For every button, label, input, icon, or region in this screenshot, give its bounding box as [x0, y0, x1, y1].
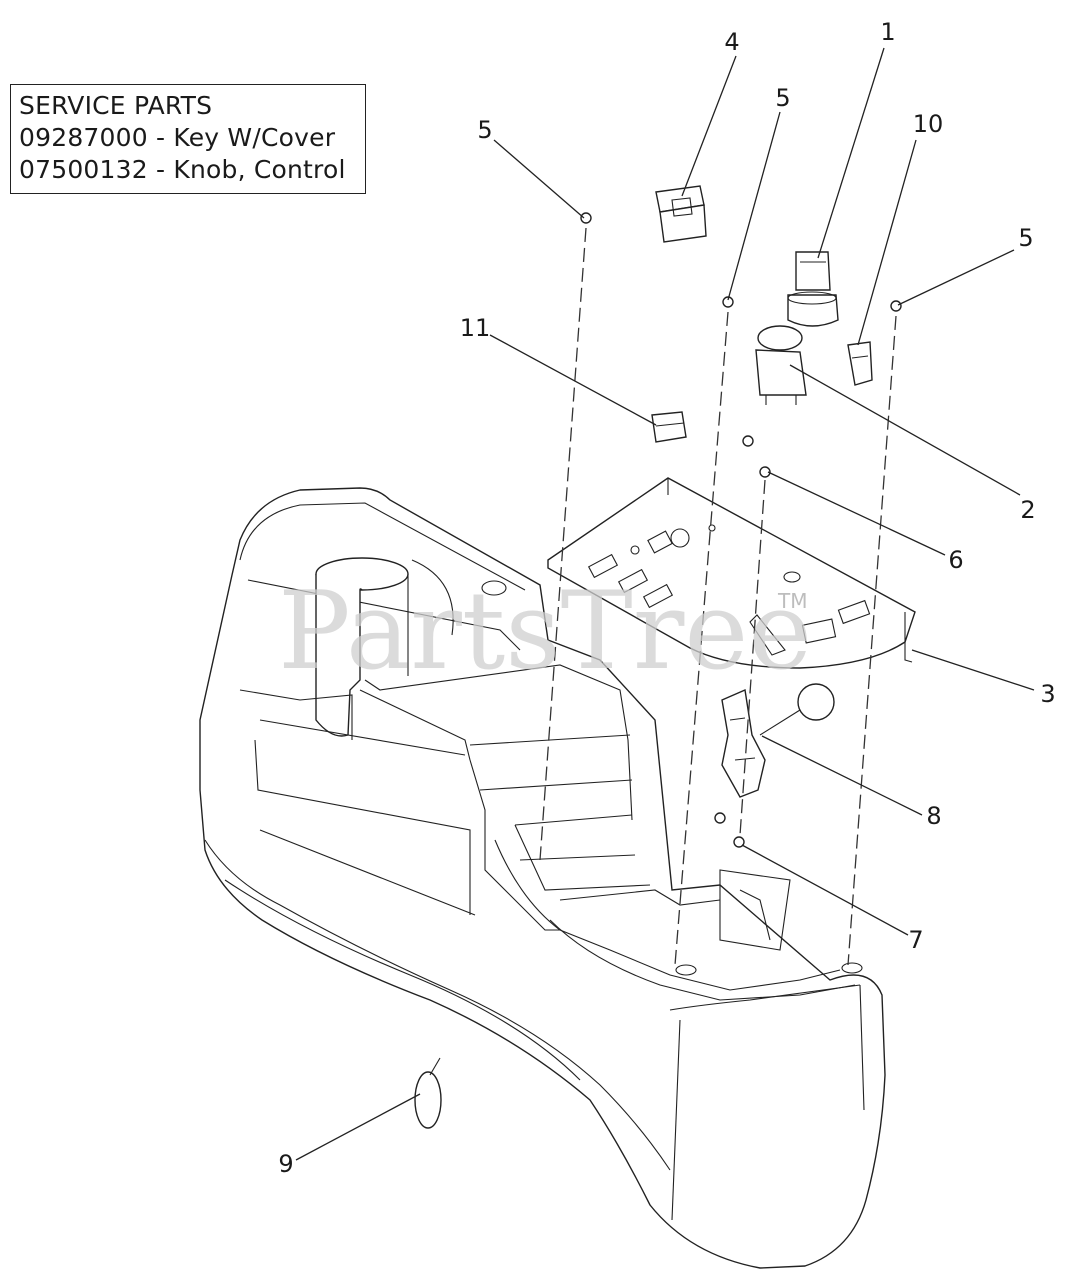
rocker-switch-top	[655, 185, 707, 243]
callout-label: 10	[913, 110, 944, 138]
callout-label: 2	[1020, 496, 1035, 524]
pto-switch	[755, 325, 807, 405]
control-panel-plate	[547, 477, 916, 669]
fasteners	[580, 212, 902, 848]
alignment-lines	[539, 227, 897, 966]
switch-clip	[847, 341, 873, 386]
leader-lines	[295, 47, 1035, 1161]
service-parts-box: SERVICE PARTS 09287000 - Key W/Cover 075…	[10, 84, 366, 194]
callout-label: 5	[775, 84, 790, 112]
callout-label: 8	[926, 802, 941, 830]
callout-label: 11	[460, 314, 491, 342]
watermark: PartsTree	[278, 569, 812, 694]
callout-label: 1	[880, 18, 895, 46]
service-part-line: 07500132 - Knob, Control	[19, 155, 346, 184]
ignition-key-switch	[787, 251, 839, 327]
service-part-line: 09287000 - Key W/Cover	[19, 123, 336, 152]
cable-tie	[414, 1057, 442, 1129]
callout-label: 4	[724, 28, 739, 56]
callout-label: 6	[948, 546, 963, 574]
control-lever-assembly	[721, 683, 835, 798]
callout-labels: 1 2 3 4 5 5 5 6 7 8 9 10 11	[278, 18, 1055, 1178]
callout-label: 7	[908, 926, 923, 954]
console-housing	[199, 487, 886, 1269]
callout-label: 5	[1018, 224, 1033, 252]
callout-label: 9	[278, 1150, 293, 1178]
callout-label: 3	[1040, 680, 1055, 708]
watermark-trademark: TM	[777, 589, 807, 613]
rocker-switch-small	[651, 411, 687, 443]
service-parts-title: SERVICE PARTS	[19, 91, 213, 120]
callout-label: 5	[477, 116, 492, 144]
